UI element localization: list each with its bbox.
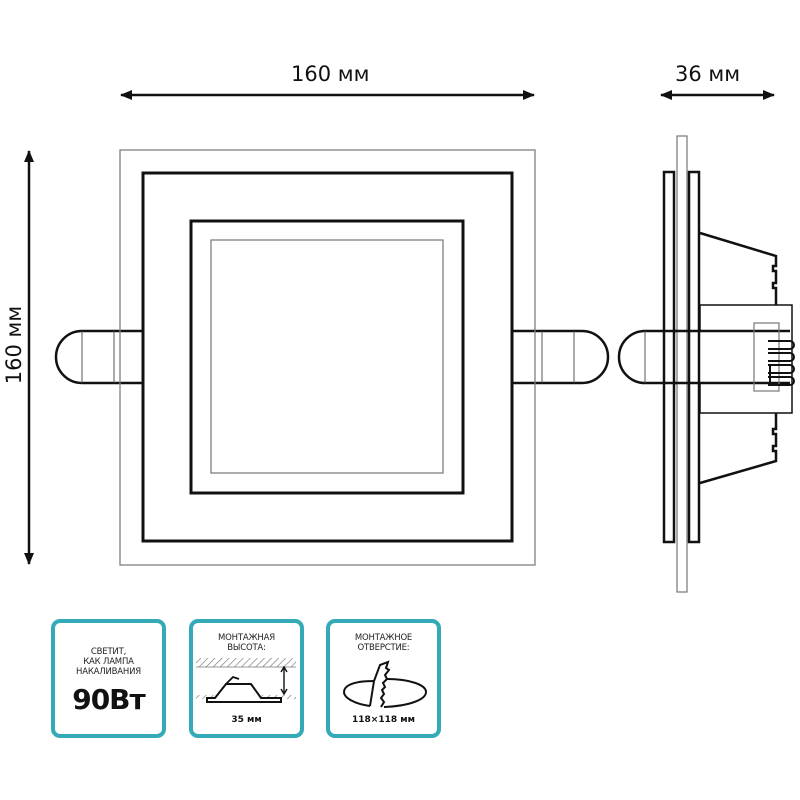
caption-line: НАКАЛИВАНИЯ (76, 667, 141, 677)
caption-line: КАК ЛАМПА (83, 657, 134, 667)
height-label: 160 мм (2, 305, 26, 385)
diffuser-outline (210, 239, 444, 474)
left-spring-clip (54, 329, 143, 385)
side-plate-left (662, 170, 676, 544)
depth-label: 36 мм (675, 62, 741, 86)
side-view (617, 135, 795, 593)
housing-bottom (699, 413, 778, 485)
caption-line: СВЕТИТ, (90, 647, 127, 657)
card-mounting-hole: МОНТАЖНОЕ ОТВЕРСТИЕ: 118×118 мм (326, 619, 441, 738)
card-value: 90Вт (72, 683, 146, 716)
light-panel-frame (189, 219, 465, 495)
width-label: 160 мм (291, 62, 370, 86)
card-lamp-equivalent: СВЕТИТ, КАК ЛАМПА НАКАЛИВАНИЯ 90Вт (51, 619, 166, 738)
body-outline (141, 171, 514, 543)
card-mounting-height: МОНТАЖНАЯ ВЫСОТА: 35 мм (189, 619, 304, 738)
side-plate-glass (676, 135, 688, 593)
card-caption: МОНТАЖНОЕ ОТВЕРСТИЕ: (330, 633, 437, 653)
card-caption: МОНТАЖНАЯ ВЫСОТА: (193, 633, 300, 653)
terminal-outline (753, 322, 780, 392)
mounting-height-icon (196, 658, 296, 703)
card-value: 118×118 мм (352, 715, 415, 725)
caption-line: МОНТАЖНАЯ (218, 633, 275, 643)
side-clip (617, 329, 790, 385)
right-spring-clip (512, 329, 610, 385)
housing-top (699, 231, 778, 305)
caption-line: МОНТАЖНОЕ (354, 633, 413, 643)
front-view (54, 149, 610, 566)
wire-coils (768, 340, 795, 386)
cutout-hole-icon (342, 660, 428, 708)
glass-frame-outline (119, 149, 536, 566)
side-plate-right (687, 170, 701, 544)
card-caption: СВЕТИТ, КАК ЛАМПА НАКАЛИВАНИЯ (55, 647, 162, 677)
caption-line: ВЫСОТА: (227, 643, 266, 653)
caption-line: ОТВЕРСТИЕ: (357, 643, 410, 653)
card-value: 35 мм (231, 715, 262, 725)
